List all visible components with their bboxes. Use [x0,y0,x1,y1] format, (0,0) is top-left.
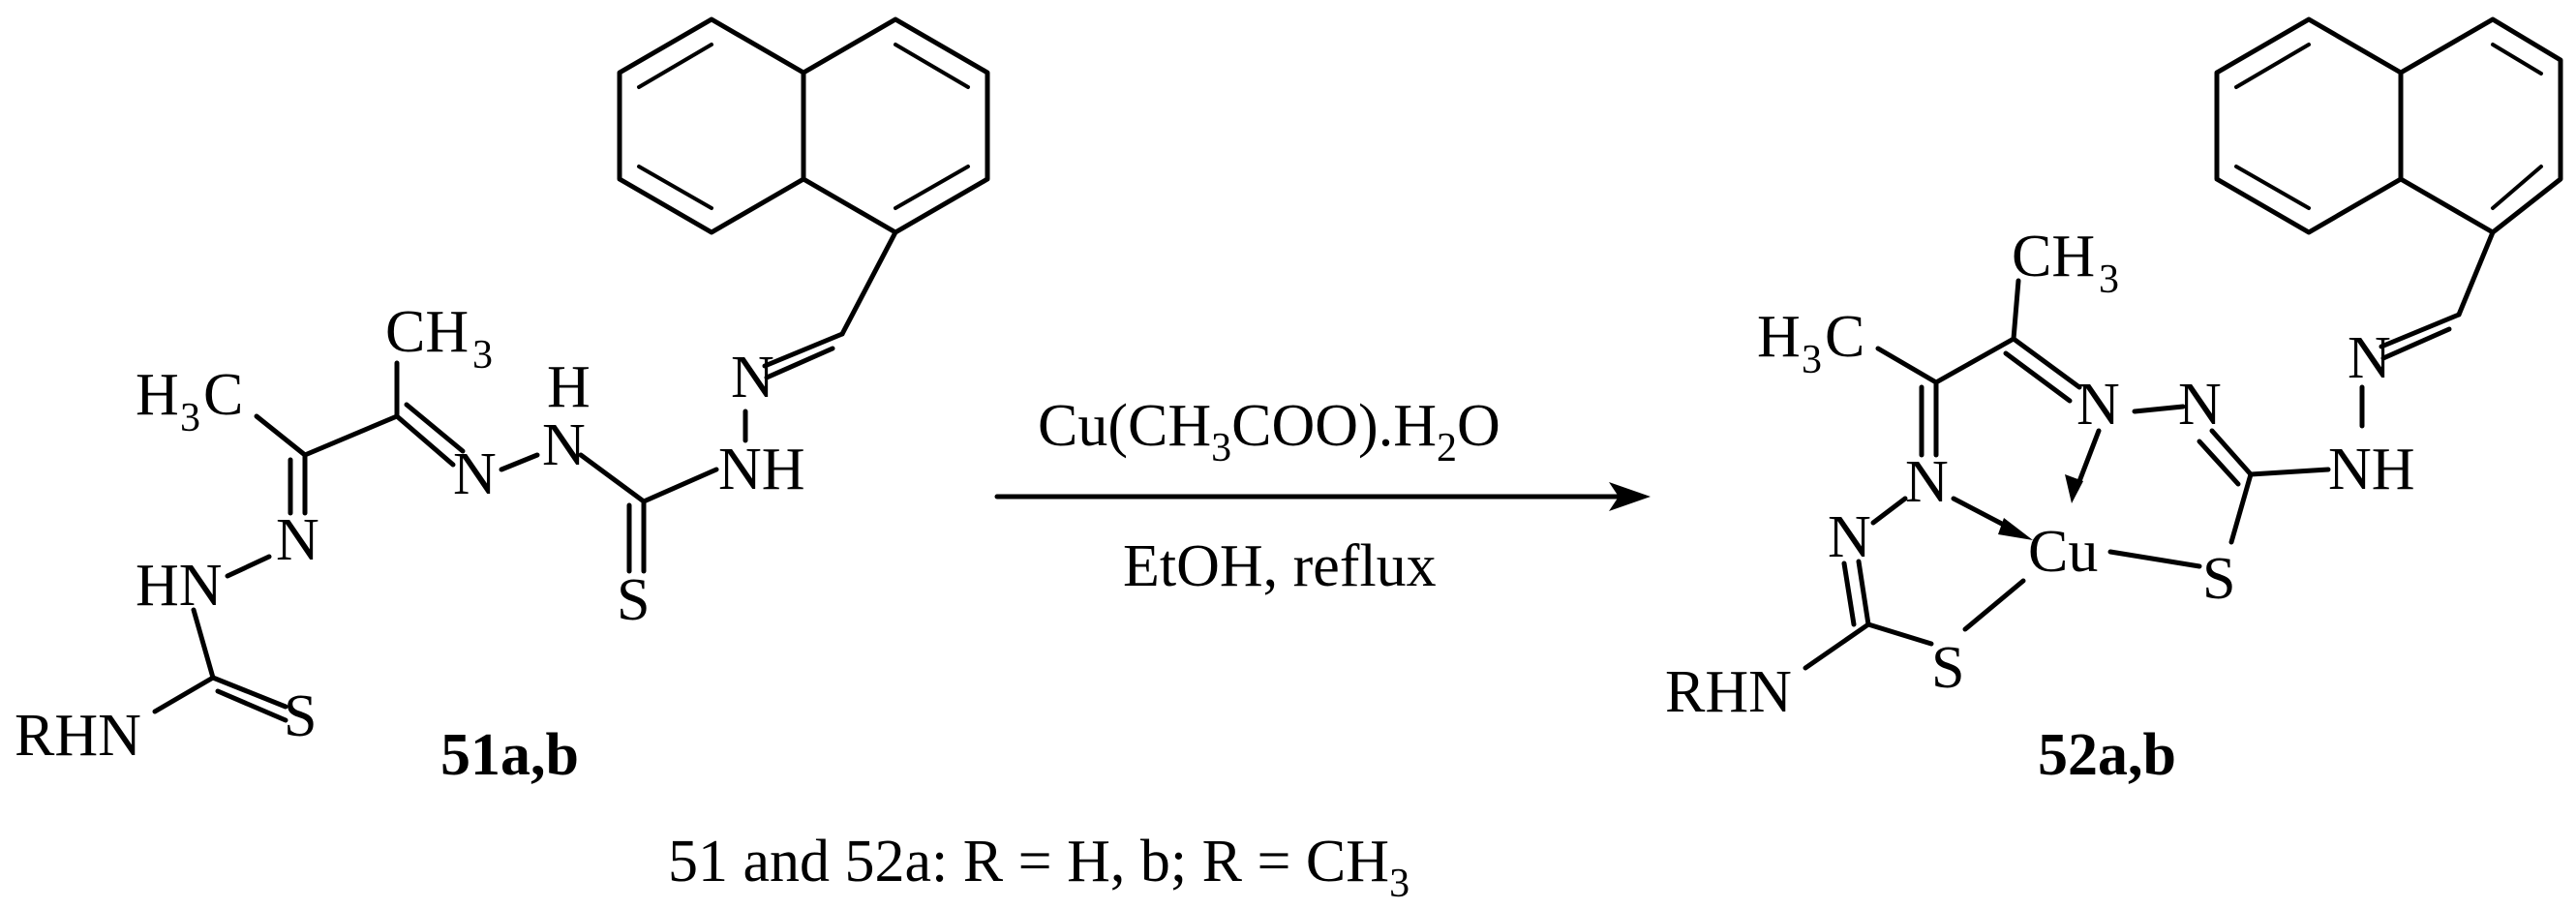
reactant-ch3-top-sub: 3 [472,333,493,378]
product-bond-c-ch3-left [1875,346,1939,385]
product-ring-a-inner-1 [2234,43,2311,89]
product-bond-n-n-left [1870,496,1908,526]
product-ring-n-left: N [1828,504,1871,570]
reagent-label: Cu(CH3COO).H2O [1038,393,1500,470]
reactant-h3c-h: H [136,362,179,428]
product-s-right: S [2202,546,2235,612]
product-ch3-top-sub: 3 [2099,258,2119,302]
product-bond-ch-n-double [2380,326,2452,361]
product-bond-c-rhn [1803,621,1871,671]
reactant-bond-c-c [302,413,400,458]
product-h3c-h: H [1757,304,1801,370]
reactant-ring-b-inner-1 [894,43,970,89]
reactant-nh-right: NH [718,437,805,502]
product-coord-arrow-top-head [2065,474,2083,503]
reactant-imine-n-left: N [276,507,319,573]
reactant-hydrazide-n: N [542,412,586,478]
reactant-bond-n-c-right-double [404,402,466,454]
product-ch3-top: CH [2012,224,2095,289]
reactant-bond-n-n [499,452,540,472]
reactant-bond-n-hn [225,554,272,579]
reactant-aldimine-n: N [731,345,774,410]
reactant-bond-ring-ch [839,229,898,337]
product-bond-n-c-right [2011,336,2082,390]
reactant-hydrazide-h: H [547,354,591,420]
product-h3c-sub: 3 [1802,338,1822,382]
product-bond-ch-n [2379,312,2462,349]
product-s-left: S [1931,635,1964,701]
product-bond-nh-c [2248,467,2331,477]
reaction-arrow-head [1609,482,1651,511]
reactant-bond-n-c-right [394,413,456,468]
r-group-legend: 51 and 52a: R = H, b; R = CH3 [668,829,1409,906]
reactant-bond-ch-n-double [764,346,835,380]
product-bond-s-cu-left [1962,578,2026,632]
reactant-ring-a-inner-2 [637,165,713,210]
conditions-label: EtOH, reflux [1123,533,1437,599]
reactant-h3c-sub: 3 [180,396,200,440]
product-coord-arrow-left-head [1998,518,2033,540]
reactant-structure: H 3 C CH 3 N N H N S NH N HN S RHN 51a,b [15,16,990,788]
reactant-bond-c-s-left-double [215,688,288,723]
reactant-bond-cs-nh [578,452,647,504]
reactant-compound-label: 51a,b [440,722,579,788]
reactant-bond-c-s-left [210,675,288,710]
reactant-imine-n-right: N [453,441,497,507]
reactant-ch3-top: CH [385,299,469,365]
product-structure: H 3 C CH 3 N N N NH N N Cu S S RHN 52a,b [1665,16,2563,788]
reactant-thione-s-right: S [617,567,650,633]
reactant-bond-c-ch3-left [254,413,308,458]
product-bond-c-ch3-top [2011,278,2021,342]
product-h3c-c: C [1825,304,1864,370]
reactant-ring-a-inner-1 [637,43,713,89]
product-ring-b-inner-1 [2491,43,2543,76]
reaction-arrow-group: Cu(CH3COO).H2O EtOH, reflux [994,393,1651,599]
product-bond-c-n-ring-double [2197,439,2241,487]
product-bond-c-n-ring [2209,428,2254,477]
product-ring-n-right: N [2178,372,2222,438]
product-naphthalene-ring-a [2214,16,2404,235]
product-bond-cu-s-right [2107,549,2202,569]
reactant-bond-hn-c [191,607,216,681]
reactant-bond-ch-n [762,331,845,369]
product-coord-arrow-top-line [2074,428,2102,492]
product-aldimine-n: N [2348,325,2391,391]
product-bond-n-c-left-double [1841,561,1857,627]
reactant-ring-b-inner-2 [894,165,970,210]
product-cu: Cu [2028,519,2098,585]
product-imine-n-right: N [2076,372,2120,438]
product-bond-n-n-ring [2132,404,2186,414]
product-bond-c-s-left [1865,621,1934,647]
reactant-rhn: RHN [15,703,141,769]
reactant-nh-left: HN [136,553,223,619]
product-bond-c-c [1933,336,2016,385]
product-compound-label: 52a,b [2038,722,2176,788]
product-bond-ring-ch [2456,229,2496,318]
product-rhn: RHN [1665,659,1792,725]
product-ring-a-inner-2 [2234,165,2311,210]
product-nh-right: NH [2328,437,2415,502]
product-bond-c-s-right [2228,471,2254,545]
reactant-thione-s-left: S [284,683,317,749]
reactant-h3c-c: C [203,362,243,428]
product-bond-n-c-right-double [2003,350,2073,404]
product-imine-n-left: N [1905,449,1949,515]
reactant-naphthalene-ring-b [801,16,990,235]
product-bond-n-c-left [1856,559,1871,627]
reactant-naphthalene-ring-a [617,16,806,235]
reactant-bond-c-rhn [152,675,216,714]
product-naphthalene-ring-b [2398,16,2563,235]
reactant-bond-nh-cs [641,467,719,504]
product-ring-b-inner-2 [2491,165,2543,210]
